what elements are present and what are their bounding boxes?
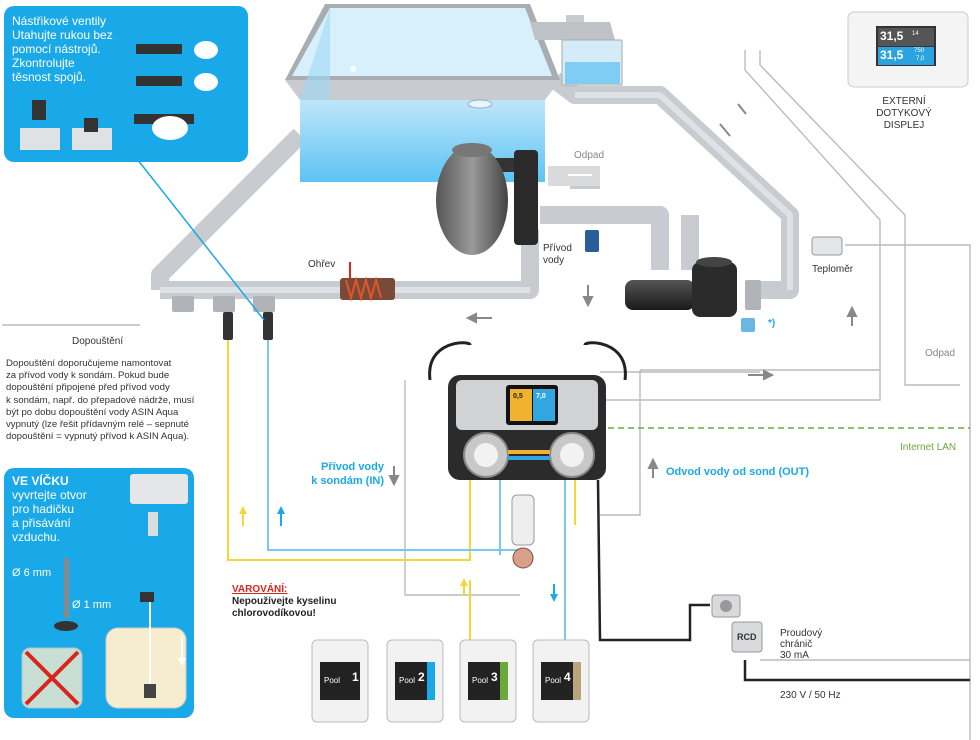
heater — [340, 262, 395, 302]
valves-panel-line: Nástřikové ventily — [12, 14, 107, 28]
warning-line: chlorovodíkovou! — [232, 608, 316, 619]
warning-title: VAROVÁNÍ: — [232, 584, 288, 595]
pipe-fittings — [172, 236, 843, 312]
refill-label: Dopouštění — [72, 336, 124, 347]
external-display-label-line: EXTERNÍ — [882, 96, 926, 107]
heater-label: Ohřev — [308, 259, 336, 270]
pool-pump — [625, 257, 737, 317]
canister-4-label: Pool — [545, 676, 562, 685]
valves-panel-line: Zkontrolujte — [12, 56, 75, 70]
probe-chamber — [511, 494, 535, 569]
refill-note: Dopouštění doporučujeme namontovat za př… — [6, 358, 246, 443]
valves-panel-line: Utahujte rukou bez — [12, 28, 113, 42]
canister-1-number: 1 — [352, 670, 359, 684]
probe-inlet-label-line: k sondám (IN) — [311, 475, 384, 487]
note-line: dopouštění připojené před přívod vody — [6, 382, 170, 394]
canister-2-label: Pool — [399, 676, 416, 685]
rcd-box — [711, 594, 763, 653]
lid-illustration — [21, 474, 188, 709]
pool — [285, 4, 560, 182]
lid-panel-title: VE VÍČKU — [12, 474, 69, 488]
sand-filter — [436, 143, 538, 255]
controller-left-value: 0,5 — [513, 393, 523, 400]
note-line: vypnutý (lze řešit přídavným relé – sepn… — [6, 419, 189, 431]
warning-line: Nepoužívejte kyselinu — [232, 596, 337, 607]
water-inlet-label-line: vody — [543, 255, 565, 266]
note-line: dopouštění = vypnutý přívod k ASIN Aqua)… — [6, 431, 190, 443]
display-big-top: 31,5 — [880, 29, 904, 43]
rcd-description-line: chránič — [780, 639, 813, 650]
lid-panel-line: a přisávání — [12, 516, 71, 530]
canister-3-label: Pool — [472, 676, 489, 685]
overflow-tank — [530, 22, 623, 86]
rcd-description: Proudový chránič 30 mA — [780, 628, 822, 661]
power-cable — [596, 479, 710, 642]
canister-1-label: Pool — [324, 676, 341, 685]
asterisk-note: *) — [768, 318, 776, 329]
water-inlet-valve — [585, 230, 599, 252]
thermometer-label: Teploměr — [812, 264, 854, 275]
rcd-label: RCD — [737, 632, 757, 642]
note-line: k sondám, např. do přepadové nádrže, mus… — [6, 394, 195, 406]
note-line: Dopouštění doporučujeme namontovat — [6, 358, 172, 369]
canister-4-number: 4 — [564, 670, 571, 684]
flow-sensor — [741, 318, 755, 332]
valves-panel-line: těsnost spojů. — [12, 70, 87, 84]
probe-outlet-label: Odvod vody od sond (OUT) — [666, 466, 809, 478]
note-line: být po dobu dopouštění vody ASIN Aqua — [6, 406, 179, 418]
canister-3-number: 3 — [491, 670, 498, 684]
lid-drilling-panel: VE VÍČKU vyvrtejte otvor pro hadičku a p… — [4, 468, 194, 718]
water-inlet-label: Přívod vody — [543, 243, 572, 267]
note-line: za přívod vody k sondám. Pokud bude — [6, 370, 170, 382]
asin-aqua-controller — [428, 341, 627, 480]
rcd-description-line: Proudový — [780, 628, 823, 639]
probe-connectors — [223, 312, 273, 340]
canister-2-number: 2 — [418, 670, 425, 684]
external-display-label-line: DOTYKOVÝ — [876, 108, 932, 119]
display-small-top: 14 — [912, 31, 919, 37]
display-small-bot: 7,0 — [916, 56, 925, 62]
injection-valves-panel: Nástřikové ventily Utahujte rukou bez po… — [4, 6, 248, 162]
probe-inlet-label: Přívod vody k sondám (IN) — [300, 460, 384, 488]
rcd-description-line: 30 mA — [780, 650, 809, 661]
dim-6mm: Ø 6 mm — [12, 567, 52, 579]
warning-box: VAROVÁNÍ: Nepoužívejte kyselinu chlorovo… — [232, 584, 336, 620]
lid-panel-line: vzduchu. — [12, 530, 61, 544]
external-display-label: EXTERNÍ DOTYKOVÝ DISPLEJ — [872, 96, 936, 132]
probe-inlet-label-line: Přívod vody — [321, 461, 384, 473]
waste-label-top: Odpad — [574, 150, 605, 161]
dim-1mm: Ø 1 mm — [72, 599, 112, 611]
display-big-bottom: 31,5 — [880, 48, 904, 62]
external-display-label-line: DISPLEJ — [883, 120, 925, 131]
waste-label-right: Odpad — [925, 348, 956, 359]
external-display — [847, 11, 969, 88]
lid-panel-line: pro hadičku — [12, 502, 75, 516]
colored-flow-arrows — [239, 506, 558, 602]
internet-lan-label: Internet LAN — [900, 442, 957, 453]
chemical-canisters — [311, 639, 590, 723]
mains-cable — [743, 660, 970, 682]
display-small-mid: 750 — [914, 48, 925, 54]
valve-illustration — [20, 41, 218, 150]
lid-panel-line: vyvrtejte otvor — [12, 488, 87, 502]
flow-arrows — [388, 103, 858, 487]
controller-right-value: 7,0 — [536, 393, 546, 400]
probe-lines — [227, 320, 576, 650]
water-inlet-label-line: Přívod — [543, 243, 572, 254]
power-label: 230 V / 50 Hz — [780, 690, 841, 701]
callout-line — [129, 149, 265, 321]
valves-panel-line: pomocí nástrojů. — [12, 42, 101, 56]
